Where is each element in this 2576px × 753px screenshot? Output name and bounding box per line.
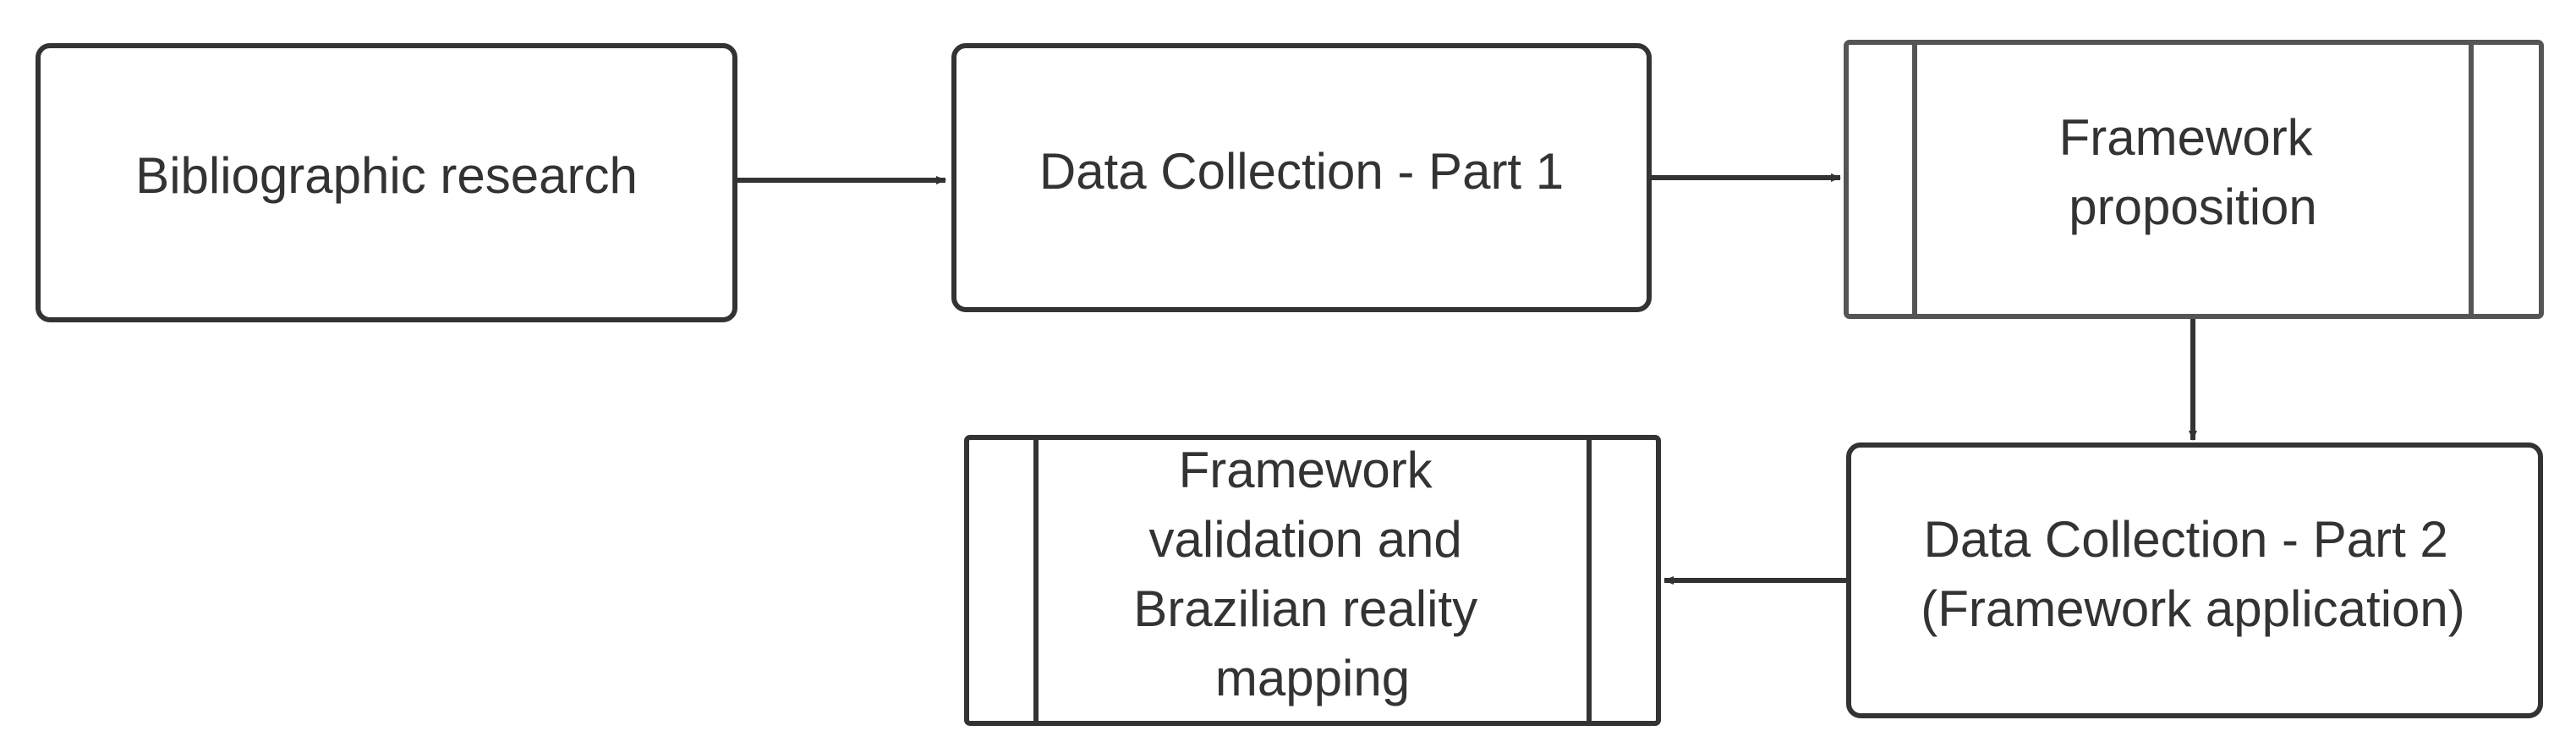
node-data-collection-part-2-line-2: (Framework application) bbox=[1921, 580, 2465, 637]
node-framework-validation-line-2: validation and bbox=[1149, 511, 1462, 568]
node-framework-validation-line-1: Framework bbox=[1179, 442, 1433, 498]
node-data-collection-part-2: Data Collection - Part 2 (Framework appl… bbox=[1846, 442, 2543, 718]
node-framework-validation-line-4: mapping bbox=[1215, 650, 1410, 706]
node-framework-proposition-box bbox=[1844, 40, 2544, 319]
node-framework-validation-box bbox=[964, 435, 1661, 726]
node-framework-proposition: Framework proposition bbox=[1844, 40, 2544, 319]
connectors bbox=[737, 173, 2197, 585]
node-framework-proposition-label: Framework proposition bbox=[2059, 109, 2327, 235]
node-framework-validation-label: Framework validation and Brazilian reali… bbox=[1133, 442, 1492, 706]
node-bibliographic-research: Bibliographic research bbox=[36, 43, 737, 322]
node-data-collection-part-1-label: Data Collection - Part 1 bbox=[1039, 143, 1564, 200]
node-data-collection-part-1-line-1: Data Collection - Part 1 bbox=[1039, 143, 1564, 200]
node-bibliographic-research-box bbox=[36, 43, 737, 322]
node-framework-validation: Framework validation and Brazilian reali… bbox=[964, 435, 1661, 726]
node-framework-proposition-line-2: proposition bbox=[2069, 179, 2317, 235]
node-data-collection-part-2-box bbox=[1846, 442, 2543, 718]
node-data-collection-part-2-line-1: Data Collection - Part 2 bbox=[1924, 511, 2448, 568]
node-bibliographic-research-line-1: Bibliographic research bbox=[135, 147, 638, 204]
node-data-collection-part-2-label: Data Collection - Part 2 (Framework appl… bbox=[1921, 511, 2465, 637]
node-bibliographic-research-label: Bibliographic research bbox=[135, 147, 638, 204]
node-framework-proposition-line-1: Framework bbox=[2059, 109, 2314, 166]
node-framework-validation-line-3: Brazilian reality bbox=[1133, 580, 1477, 637]
node-data-collection-part-1: Data Collection - Part 1 bbox=[951, 43, 1652, 312]
node-data-collection-part-1-box bbox=[951, 43, 1652, 312]
